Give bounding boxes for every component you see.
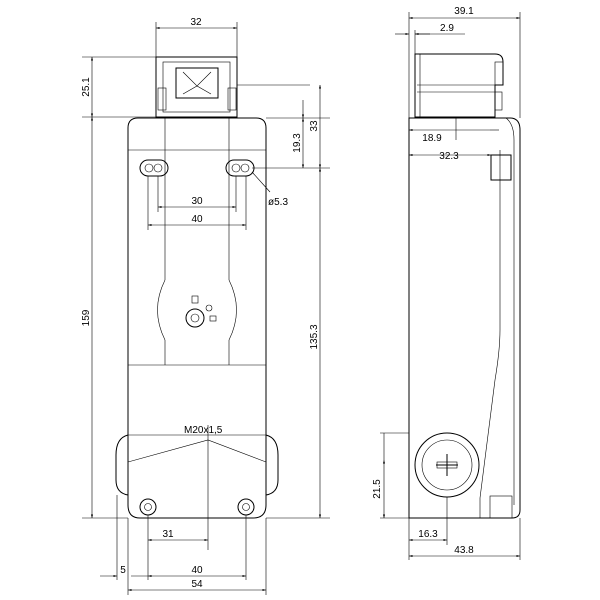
dim-overall-width: 54 (191, 579, 203, 590)
dim-slot-spacing-outer: 40 (191, 214, 203, 225)
side-conduit-gland (414, 432, 480, 498)
side-dimension-texts: 39.1 2.9 18.9 32.3 21.5 16.3 43.8 (372, 6, 474, 556)
dim-actuator-width: 32 (190, 17, 202, 28)
dim-conduit-offset: 16.3 (418, 529, 438, 540)
actuator-head (155, 56, 238, 118)
dim-bottom-hole-offset: 31 (162, 529, 174, 540)
switch-body (127, 117, 267, 519)
side-dimension-lines (382, 16, 520, 558)
front-view: 32 25.1 159 19.3 33 135.3 ø5.3 30 40 31 … (81, 17, 330, 595)
front-dimension-lines (90, 26, 322, 592)
side-body (408, 117, 521, 519)
side-extension-lines (380, 12, 521, 560)
dim-body-top-offset: 33 (309, 120, 320, 132)
dim-body-depth: 32.3 (439, 151, 459, 162)
dim-slot-spacing-inner: 30 (191, 196, 203, 207)
dim-edge-offset: 5 (120, 565, 126, 576)
bottom-hole-right (237, 498, 255, 516)
conduit-entry (115, 425, 279, 550)
dim-head-depth: 18.9 (422, 133, 442, 144)
top-slot-left (139, 159, 169, 177)
dim-head-offset: 2.9 (440, 23, 454, 34)
dim-hole-diameter: ø5.3 (268, 197, 288, 208)
thread-label: M20x1,5 (184, 425, 223, 436)
side-actuator-head (414, 53, 504, 118)
dim-actuator-height: 25.1 (81, 77, 92, 97)
top-slot-right (225, 159, 255, 177)
dim-overall-depth-top: 39.1 (454, 6, 474, 17)
dim-bottom-hole-spacing: 40 (191, 565, 203, 576)
front-dimension-texts: 32 25.1 159 19.3 33 135.3 ø5.3 30 40 31 … (81, 17, 320, 590)
bottom-hole-left (139, 498, 157, 516)
dim-overall-depth-bottom: 43.8 (454, 545, 474, 556)
dim-conduit-height: 21.5 (372, 479, 383, 499)
dim-hole-to-bottom: 135.3 (309, 324, 320, 349)
dim-overall-height: 159 (81, 309, 92, 326)
lock-symbol-icon (185, 295, 217, 328)
dim-hole-top-offset: 19.3 (292, 133, 303, 153)
side-view: 39.1 2.9 18.9 32.3 21.5 16.3 43.8 (372, 6, 521, 560)
